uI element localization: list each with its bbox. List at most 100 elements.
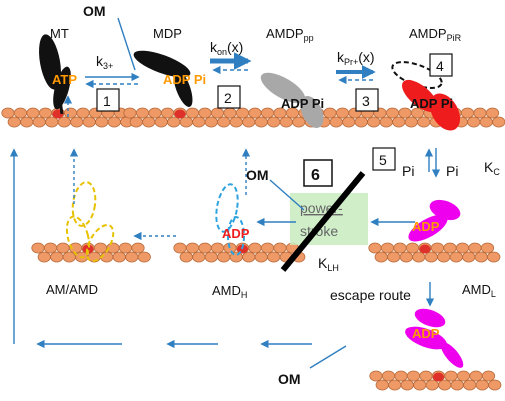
actin-monomer xyxy=(192,116,206,128)
actin-monomer xyxy=(26,107,40,119)
actin-monomer xyxy=(210,107,225,119)
actin-monomer xyxy=(467,116,481,128)
rate-kon: kon(x) xyxy=(210,39,243,57)
actin-monomer xyxy=(204,116,218,128)
actin-monomer xyxy=(137,251,151,263)
actin-monomer xyxy=(198,107,212,119)
actin-monomer xyxy=(374,251,388,263)
actin-monomer xyxy=(354,116,368,128)
actin-monomer xyxy=(406,370,421,382)
actin-monomer xyxy=(425,379,439,391)
rate-kc: KC xyxy=(484,159,500,177)
actin-monomer xyxy=(392,116,406,128)
actin-monomer xyxy=(260,242,275,254)
actin-filament xyxy=(368,242,501,263)
arrows xyxy=(9,17,441,369)
actin-monomer xyxy=(37,251,51,263)
actin-monomer xyxy=(480,242,495,254)
actin-monomer xyxy=(475,379,489,391)
actin-monomer xyxy=(95,116,109,128)
actin-binding-site xyxy=(419,244,431,254)
actin-monomer xyxy=(70,116,84,128)
nucleotide-adp-pi-amdp-pir: ADP Pi xyxy=(410,96,453,111)
actin-monomer xyxy=(292,116,306,128)
state-am-amd: AM/AMD xyxy=(46,282,98,297)
step-6-label: 6 xyxy=(311,167,320,184)
actin-monomer xyxy=(404,116,418,128)
om-label-bottom: OM xyxy=(278,371,301,387)
actin-monomer xyxy=(204,251,218,263)
actin-monomer xyxy=(210,242,225,254)
actin-monomer xyxy=(7,116,21,128)
actin-monomer xyxy=(129,116,143,128)
actin-monomer xyxy=(82,116,96,128)
actin-monomer xyxy=(424,251,438,263)
om-label-middle: OM xyxy=(246,167,269,183)
actin-monomer xyxy=(135,107,150,119)
nucleotide-atp: ATP xyxy=(52,72,77,87)
powerstroke-box xyxy=(290,193,368,245)
actin-monomer xyxy=(160,107,175,119)
actin-monomer xyxy=(56,242,70,254)
actin-monomer xyxy=(248,107,262,119)
actin-monomer xyxy=(267,116,281,128)
actin-monomer xyxy=(456,370,471,382)
myosin-head-amd-l xyxy=(408,199,461,242)
myosin-head-amdp-pir xyxy=(391,61,461,131)
step-1-label: 1 xyxy=(103,93,111,109)
actin-monomer xyxy=(125,251,139,263)
actin-filament xyxy=(31,242,151,263)
actin-monomer xyxy=(369,370,383,382)
actin-monomer xyxy=(394,370,408,382)
actin-monomer xyxy=(387,251,401,263)
pi-label-left: Pi xyxy=(402,163,414,179)
actin-monomer xyxy=(444,370,458,382)
myosin-head-amd-h xyxy=(215,183,245,256)
step-5-label: 5 xyxy=(379,152,387,168)
actin-monomer xyxy=(329,116,343,128)
actin-monomer xyxy=(479,116,493,128)
actin-monomer xyxy=(131,242,145,254)
actin-monomer xyxy=(185,107,200,119)
actin-monomer xyxy=(1,107,15,119)
actin-monomer xyxy=(242,116,256,128)
actin-filament xyxy=(123,107,256,128)
step-2-label: 2 xyxy=(224,90,232,106)
actin-monomer xyxy=(167,116,181,128)
actin-monomer xyxy=(13,107,28,119)
actin-monomer xyxy=(449,251,463,263)
actin-monomer xyxy=(463,379,477,391)
om-label-top: OM xyxy=(83,3,106,19)
actin-monomer xyxy=(32,116,46,128)
step-3-label: 3 xyxy=(362,93,370,109)
state-mt: MT xyxy=(50,26,69,41)
actin-monomer xyxy=(112,251,126,263)
escape-route-label: escape route xyxy=(330,287,411,303)
nucleotide-adp-h: ADP xyxy=(222,226,250,241)
actin-monomer xyxy=(192,251,206,263)
actin-monomer xyxy=(368,242,382,254)
actin-monomer xyxy=(267,251,281,263)
actin-monomer xyxy=(460,107,475,119)
actin-monomer xyxy=(388,379,402,391)
nucleotide-adp-escape: ADP xyxy=(412,326,440,341)
myosin-head-escape xyxy=(405,308,464,368)
actin-monomer xyxy=(474,251,488,263)
actin-monomer xyxy=(217,116,231,128)
actin-monomer xyxy=(437,251,451,263)
actin-monomer xyxy=(43,242,58,254)
actin-monomer xyxy=(443,242,457,254)
actin-monomer xyxy=(279,116,293,128)
actin-monomer xyxy=(419,370,433,382)
actin-monomer xyxy=(380,242,395,254)
myosin-head-mt xyxy=(39,34,71,115)
actin-filament xyxy=(369,370,502,391)
actin-monomer xyxy=(375,379,389,391)
actin-monomer xyxy=(118,242,133,254)
actin-monomer xyxy=(179,251,193,263)
state-mdp: MDP xyxy=(153,26,182,41)
actin-monomer xyxy=(405,242,420,254)
blocked-step-slash xyxy=(280,171,366,272)
actin-monomer xyxy=(38,107,53,119)
actin-monomer xyxy=(323,107,337,119)
